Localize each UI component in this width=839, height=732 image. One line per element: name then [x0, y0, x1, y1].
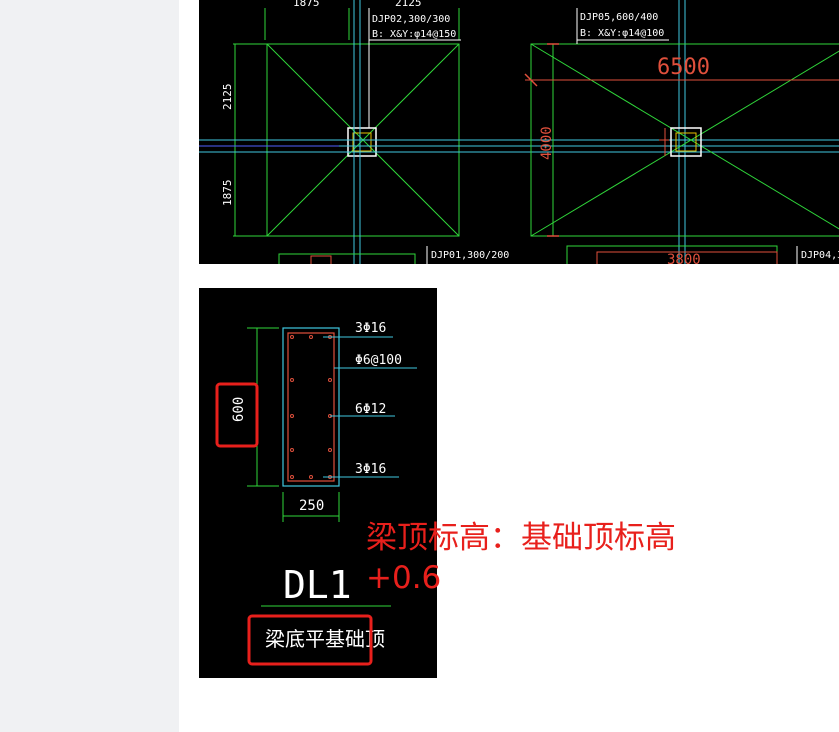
footing-label-djp05: DJP05,600/400	[580, 12, 658, 23]
foundation-plan-drawing: 1875 2125 2125 1875 DJP02,300/300 B: X&Y…	[199, 0, 839, 264]
top-bars-label: 3Φ16	[355, 321, 386, 336]
highlight-box-height	[215, 382, 259, 448]
footing-rebar-djp05: B: X&Y:φ14@100	[580, 28, 664, 39]
beam-section-image: 3Φ16 Φ6@100 6Φ12 3Φ16 600 250 DL1 梁底平基础顶	[199, 288, 437, 678]
stirrup-outline	[287, 332, 335, 482]
left-sidebar	[0, 0, 179, 732]
side-bars-label: 6Φ12	[355, 402, 386, 417]
bottom-bars-label: 3Φ16	[355, 462, 386, 477]
footing-right-outline	[530, 43, 839, 237]
beam-note: 梁底平基础顶	[265, 627, 385, 651]
annotation-line-1: 梁顶标高：基础顶标高	[366, 520, 676, 556]
foundation-plan-image: 1875 2125 2125 1875 DJP02,300/300 B: X&Y…	[199, 0, 839, 264]
elevation-annotation: 梁顶标高：基础顶标高 +0.6	[366, 518, 676, 598]
dim-top-left: 1875	[293, 0, 320, 9]
footing-rebar-djp02: B: X&Y:φ14@150	[372, 29, 456, 40]
dim-left-lower: 1875	[221, 180, 234, 207]
beam-height-label: 600	[231, 397, 247, 422]
footing-label-djp01: DJP01,300/200	[431, 250, 509, 261]
beam-section-outline	[282, 327, 340, 487]
footing-label-djp02: DJP02,300/300	[372, 14, 450, 25]
dim-top-mid: 2125	[395, 0, 422, 9]
dim-3800: 3800	[667, 252, 701, 264]
annotation-line-2: +0.6	[366, 560, 442, 596]
beam-name: DL1	[283, 563, 352, 607]
highlight-box-note	[247, 614, 373, 666]
beam-section-drawing: 3Φ16 Φ6@100 6Φ12 3Φ16 600 250 DL1 梁底平基础顶	[215, 321, 417, 666]
stirrups-label: Φ6@100	[355, 353, 402, 368]
dim-left-upper: 2125	[221, 84, 234, 111]
footing-label-djp04: DJP04,30	[801, 250, 839, 261]
dim-4000: 4000	[539, 126, 555, 160]
dim-6500: 6500	[657, 55, 710, 80]
beam-width-label: 250	[299, 498, 324, 514]
